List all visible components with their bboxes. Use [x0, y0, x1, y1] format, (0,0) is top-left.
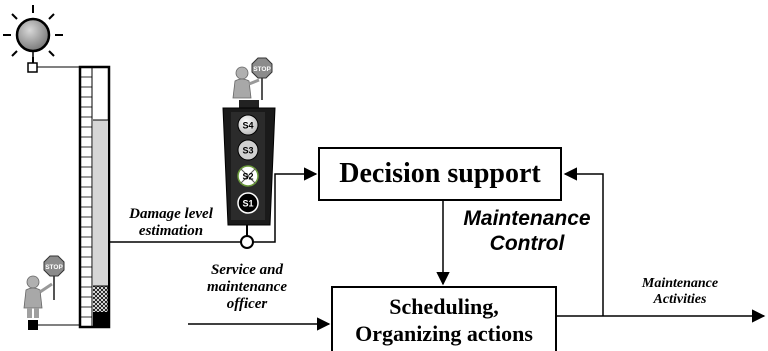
sun-icon	[3, 5, 63, 65]
light-s4: S4	[237, 114, 259, 136]
organizing-actions-label: Organizing actions	[355, 321, 533, 346]
light-s2: S2	[237, 165, 259, 187]
arrow-to-decision-support	[253, 167, 318, 243]
stop-sign-text: STOP	[253, 66, 271, 73]
scheduling-box: Scheduling, Organizing actions	[331, 286, 557, 351]
maintenance-control-label: Maintenance Control	[463, 207, 591, 256]
light-s1: S1	[237, 192, 259, 214]
service-officer-label: Service and maintenance officer	[206, 262, 287, 312]
light-label-s4: S4	[242, 121, 253, 131]
sun-marker	[27, 62, 38, 73]
stop-sign-figure-left: STOP	[23, 255, 65, 318]
light-label-s2: S2	[242, 172, 253, 182]
black-marker	[28, 320, 38, 330]
feedback-arrow-to-decision-support	[563, 167, 604, 316]
scheduling-label: Scheduling,	[389, 293, 499, 319]
decision-support-label: Decision support	[339, 158, 541, 189]
light-s3: S3	[237, 139, 259, 161]
light-label-s3: S3	[242, 146, 253, 156]
stop-sign-figure-top: STOP	[232, 57, 273, 100]
stop-sign-text: STOP	[45, 264, 63, 271]
decision-support-box: Decision support	[318, 147, 562, 201]
damage-level-label: Damage level estimation	[129, 206, 213, 239]
maintenance-activities-label: Maintenance Activities	[641, 276, 719, 307]
damage-level-bar	[78, 65, 111, 329]
light-label-s1: S1	[242, 199, 253, 209]
